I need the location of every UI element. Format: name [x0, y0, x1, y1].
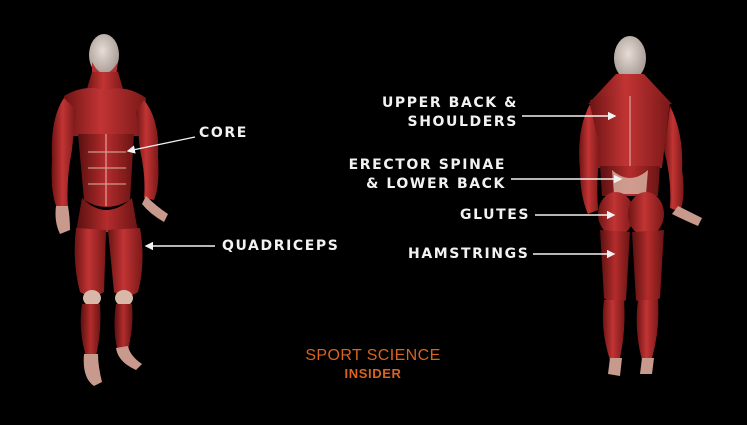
- label-upper-back-line1: UPPER BACK &: [381, 95, 518, 111]
- label-core: CORE: [199, 125, 248, 141]
- core-arrow: [126, 136, 196, 154]
- label-glutes: GLUTES: [460, 207, 531, 223]
- brand-logo: SPORT SCIENCE INSIDER: [300, 347, 446, 383]
- label-erector-spinae: ERECTOR SPINAE & LOWER BACK: [340, 156, 506, 194]
- label-upper-back-line2: SHOULDERS: [407, 114, 518, 130]
- label-erector-line1: ERECTOR SPINAE: [348, 157, 506, 173]
- label-erector-line2: & LOWER BACK: [366, 176, 506, 192]
- label-quadriceps: QUADRICEPS: [222, 238, 340, 254]
- label-upper-back-shoulders: UPPER BACK & SHOULDERS: [360, 94, 518, 132]
- brand-line1: SPORT SCIENCE: [305, 347, 441, 364]
- brand-line2: INSIDER: [344, 366, 402, 381]
- label-hamstrings: HAMSTRINGS: [408, 246, 530, 262]
